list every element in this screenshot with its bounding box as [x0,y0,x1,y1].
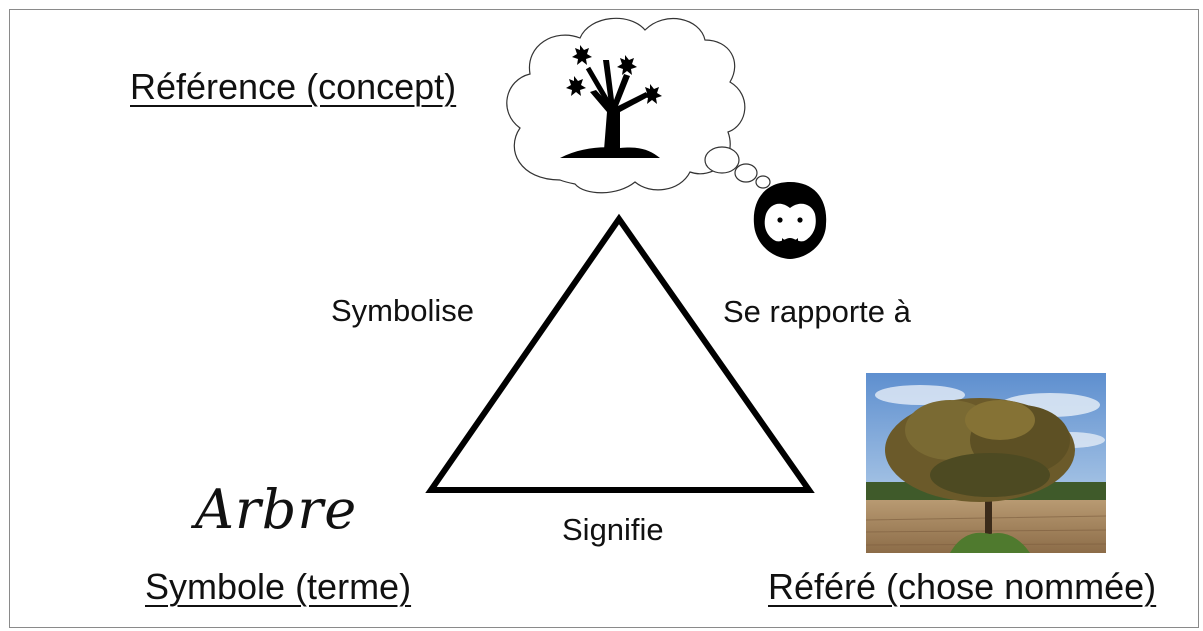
bearded-person-icon [753,182,827,259]
symbolise-label: Symbolise [331,293,474,328]
relates-to-label: Se rapporte à [723,294,911,329]
handwritten-word: Arbre [195,478,358,541]
symbol-term-label: Symbole (terme) [145,566,412,607]
tree-photo [866,373,1106,553]
reference-concept-label: Référence (concept) [130,66,457,107]
thought-cloud-icon [506,17,771,194]
referent-label: Référé (chose nommée) [768,566,1157,607]
semiotic-triangle [425,213,815,493]
tree-silhouette-icon [560,45,662,158]
signifies-label: Signifie [562,512,664,547]
